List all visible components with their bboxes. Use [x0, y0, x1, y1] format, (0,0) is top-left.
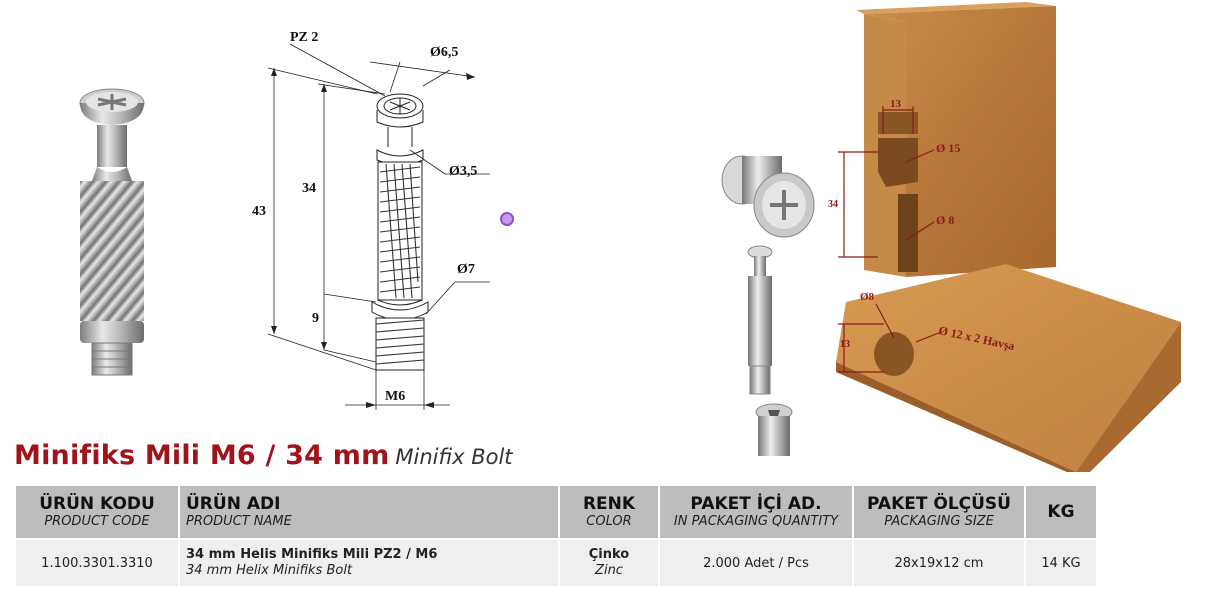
wood-diagram: 13 Ø 15 Ø 8 34 Ø8 13 Ø 12 x 2 Havşa	[828, 2, 1181, 472]
header-en: PACKAGING SIZE	[884, 514, 994, 529]
header-tr: RENK	[582, 494, 636, 514]
label-collar-dia: Ø7	[457, 262, 475, 277]
cell-kg: 14 KG	[1026, 540, 1096, 586]
header-kg: KG	[1026, 486, 1096, 538]
label-head-dia: Ø6,5	[430, 45, 458, 60]
header-packaging-quantity: PAKET İÇİ AD. IN PACKAGING QUANTITY	[660, 486, 852, 538]
header-en: IN PACKAGING QUANTITY	[673, 514, 839, 529]
header-tr: PAKET ÖLÇÜSÜ	[867, 494, 1011, 514]
technical-drawing: PZ 2 Ø6,5 Ø3,5 Ø7 43 34 9 M6	[252, 30, 490, 410]
cell-quantity: 2.000 Adet / Pcs	[660, 540, 852, 586]
header-product-code: ÜRÜN KODU PRODUCT CODE	[16, 486, 178, 538]
header-color: RENK COLOR	[560, 486, 658, 538]
wood-label-depth: 34	[828, 199, 838, 210]
cell-name-en: 34 mm Helix Minifiks Bolt	[186, 563, 353, 578]
cell-color: Çinko Zinc	[560, 540, 658, 586]
label-shaft-len: 34	[302, 181, 316, 196]
spec-table: ÜRÜN KODU PRODUCT CODE ÜRÜN ADI PRODUCT …	[14, 484, 1098, 588]
header-tr: ÜRÜN ADI	[186, 494, 281, 514]
header-en: PRODUCT CODE	[44, 514, 150, 529]
header-packaging-size: PAKET ÖLÇÜSÜ PACKAGING SIZE	[854, 486, 1024, 538]
label-thread: M6	[385, 389, 405, 404]
cell-code: 1.100.3301.3310	[16, 540, 178, 586]
label-neck-dia: Ø3,5	[449, 164, 477, 179]
title-sub: Minifix Bolt	[395, 445, 513, 469]
cell-name: 34 mm Helis Minifiks Mili PZ2 / M6 34 mm…	[180, 540, 558, 586]
label-pz: PZ 2	[290, 30, 318, 45]
cell-size: 28x19x12 cm	[854, 540, 1024, 586]
table-row: 1.100.3301.3310 34 mm Helis Minifiks Mil…	[16, 540, 1096, 586]
cursor-dot	[500, 212, 514, 226]
wood-label-hole-big: Ø 15	[936, 141, 960, 155]
wood-label-width: 13	[890, 98, 902, 110]
header-tr: ÜRÜN KODU	[39, 494, 155, 514]
bolt-photo	[79, 88, 145, 376]
title-main: Minifiks Mili M6 / 34 mm	[14, 440, 390, 471]
cell-color-en: Zinc	[595, 563, 623, 578]
label-thread-len: 9	[312, 311, 319, 326]
header-tr: KG	[1047, 502, 1075, 522]
header-en: COLOR	[586, 514, 632, 529]
cell-color-tr: Çinko	[588, 547, 630, 562]
header-tr: PAKET İÇİ AD.	[690, 494, 822, 514]
cell-name-tr: 34 mm Helis Minifiks Mili PZ2 / M6	[186, 547, 438, 562]
wood-label-hole-small: Ø 8	[936, 213, 954, 227]
parts-photo	[721, 155, 815, 456]
wood-label-bottom-dia: Ø8	[860, 291, 875, 303]
header-product-name: ÜRÜN ADI PRODUCT NAME	[180, 486, 558, 538]
table-header-row: ÜRÜN KODU PRODUCT CODE ÜRÜN ADI PRODUCT …	[16, 486, 1096, 538]
label-total-len: 43	[252, 204, 266, 219]
wood-label-bottom-depth: 13	[840, 339, 850, 350]
header-en: PRODUCT NAME	[186, 514, 292, 529]
